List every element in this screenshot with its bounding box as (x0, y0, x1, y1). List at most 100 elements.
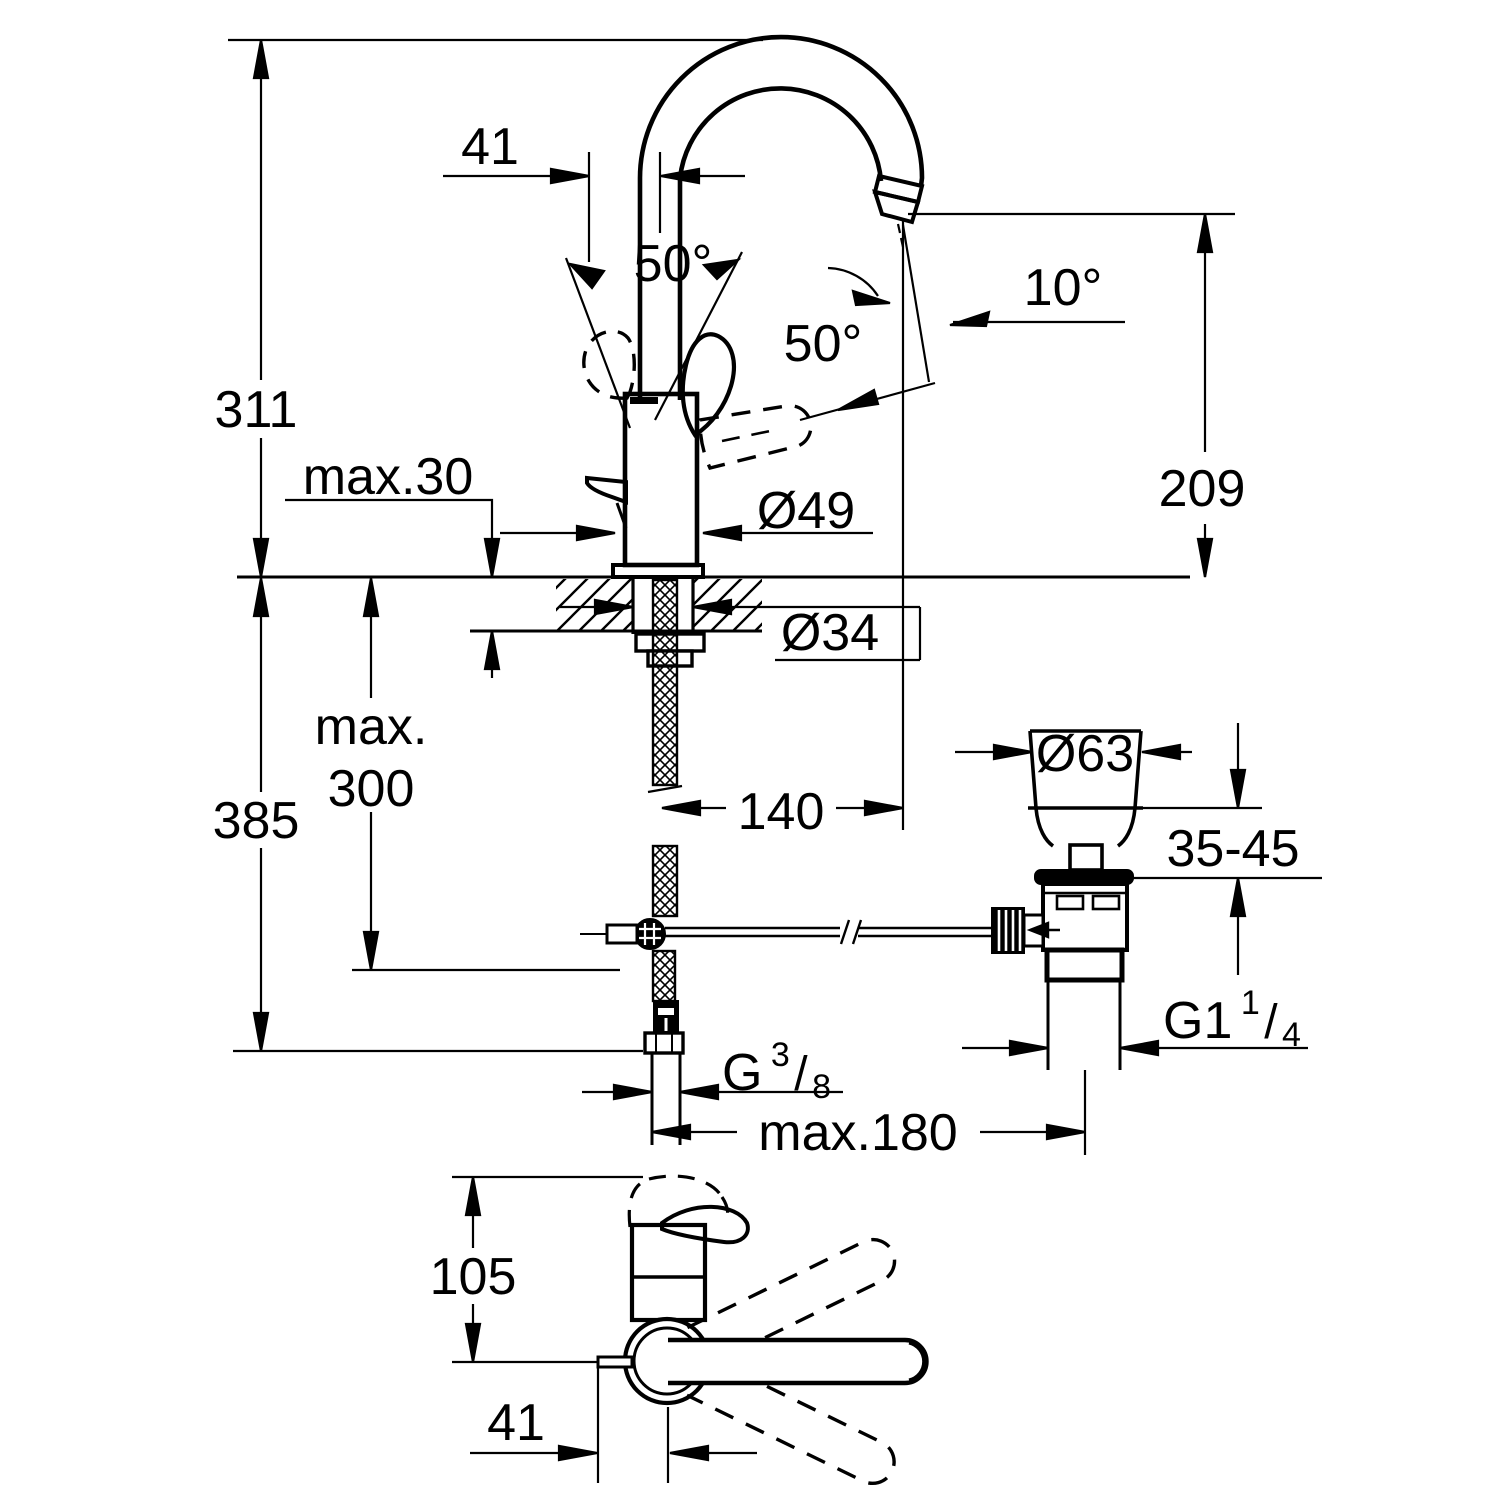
plan-lever-dashed-down (686, 1355, 896, 1485)
arrow (837, 388, 880, 412)
supply-hose-assembly (580, 578, 992, 1145)
label-hose-max-word: max. (315, 698, 428, 756)
dim-max30-leader (285, 498, 494, 678)
side-view-faucet (582, 34, 925, 579)
arrow (679, 1083, 720, 1101)
waste-square-knob (1068, 843, 1104, 872)
arrow (651, 1123, 692, 1141)
supply-thread-base: G (722, 1044, 762, 1102)
ref-water-axis (901, 224, 931, 383)
dim-34-line (560, 605, 922, 662)
waste-thread-slash: / (1264, 996, 1278, 1049)
arrow (464, 1322, 482, 1363)
rod-end-cap (605, 923, 639, 945)
lever-forward-axis (721, 429, 771, 443)
arrow (252, 537, 270, 578)
label-hole-diameter: Ø34 (781, 604, 879, 662)
label-spout-angle: 10° (1024, 259, 1103, 317)
dim-50a-line-left (564, 257, 632, 429)
label-base-diameter: Ø49 (757, 482, 855, 540)
label-waste-thread: G1 1 / 4 (1163, 984, 1301, 1054)
popup-rod (665, 926, 992, 938)
rod-joint-pin (1026, 921, 1060, 939)
hose-braid-1 (651, 578, 679, 787)
waste-flange (1028, 729, 1143, 810)
plan-spout-hidden-left (627, 1177, 650, 1228)
lever-position-up-left (582, 329, 636, 400)
label-total-height: 311 (215, 381, 298, 439)
side-lever (585, 475, 628, 505)
waste-body-slot-right (1091, 894, 1121, 911)
arrow (252, 39, 270, 80)
arrow (575, 524, 616, 542)
dimension-labels: 311 41 50° 50° 10° 209 max.30 Ø49 Ø34 ma… (213, 118, 1301, 1452)
label-deck-thickness: max.30 (303, 448, 474, 506)
dim-50a-line-right (654, 251, 743, 421)
rod-break-ticks (839, 919, 863, 945)
waste-body-slot-left (1055, 894, 1085, 911)
label-waste-flange-diameter: Ø63 (1036, 725, 1134, 783)
spout-outer-arc (637, 34, 925, 400)
label-handle-angle-b: 50° (784, 315, 863, 373)
arrow (1196, 537, 1214, 578)
label-spout-outlet-height: 209 (1159, 460, 1246, 518)
arrow (593, 598, 634, 616)
spout-aerator-body (872, 189, 921, 225)
arrow (1141, 743, 1182, 761)
countertop (237, 575, 1190, 668)
label-below-deck-depth: 385 (213, 792, 300, 850)
label-plan-offset: 41 (487, 1394, 545, 1452)
arrow (701, 258, 742, 281)
arrow (992, 743, 1033, 761)
arrow (252, 577, 270, 618)
waste-thread-sub: 4 (1282, 1016, 1301, 1054)
arrow (464, 1176, 482, 1217)
lever-position-up (680, 332, 736, 438)
hose-braid-2 (651, 844, 679, 918)
supply-thread-slash: / (794, 1048, 808, 1101)
waste-lower-body (1044, 947, 1125, 983)
hose-braid-3 (651, 949, 677, 1003)
spout-inner-arc (677, 86, 884, 400)
arrow (1196, 213, 1214, 254)
arrow (549, 167, 590, 185)
arrow (362, 930, 380, 971)
arrow (483, 630, 501, 671)
arrow (1119, 1039, 1160, 1057)
cartridge-mark (630, 397, 658, 404)
arrow (702, 524, 743, 542)
faucet-base-flange (611, 563, 705, 579)
label-handle-angle-a: 50° (634, 235, 713, 293)
supply-thread-sup: 3 (771, 1036, 790, 1074)
plan-lever-solid (668, 1337, 929, 1386)
label-spout-reach: 140 (738, 783, 825, 841)
arrow (1229, 877, 1247, 918)
tee-ball-grid (639, 923, 661, 945)
rod-knurled-knob (991, 907, 1025, 954)
waste-thread-base: G1 (1163, 992, 1232, 1050)
waste-neck (1034, 807, 1137, 848)
arrow (252, 1011, 270, 1052)
rod-tee-ball (634, 918, 666, 950)
plan-spout-hidden-top (648, 1174, 724, 1198)
arrow (483, 537, 501, 578)
arrow (660, 167, 701, 185)
arrow (661, 799, 702, 817)
dim-10-arc (827, 266, 879, 297)
arrow (851, 289, 891, 307)
arrow (692, 598, 733, 616)
arrow (1045, 1123, 1086, 1141)
supply-thread-sub: 8 (812, 1068, 831, 1106)
label-hose-max-value: 300 (328, 760, 415, 818)
hose-connector-slot (658, 1008, 674, 1015)
plan-lever-cap-detail (908, 1341, 926, 1382)
label-basin-thickness-range: 35-45 (1167, 820, 1300, 878)
plan-lever-dashed-up (686, 1237, 897, 1368)
arrow (612, 1083, 653, 1101)
plan-aerator (660, 1204, 750, 1245)
arrow (1008, 1039, 1049, 1057)
hose-break-ticks (647, 784, 683, 794)
label-drain-offset: max.180 (758, 1104, 957, 1162)
side-lever-link (615, 502, 628, 529)
